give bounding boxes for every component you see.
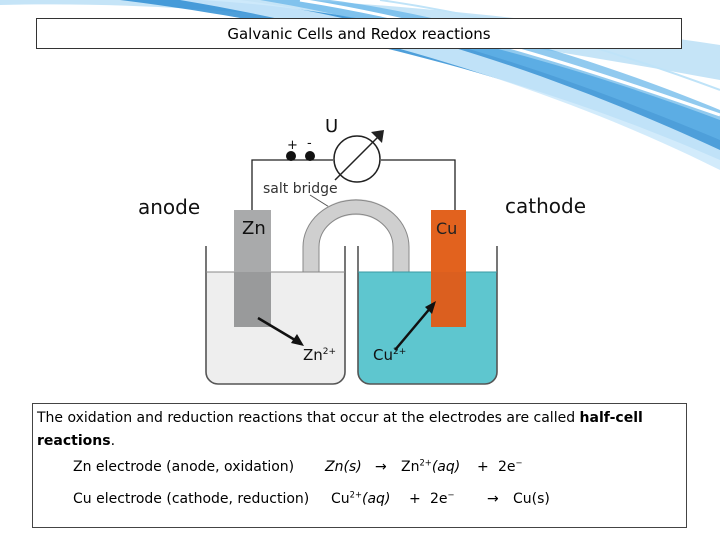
left-beaker <box>205 246 346 385</box>
zinc-reaction-label: Zn electrode (anode, oxidation) <box>73 459 295 475</box>
anode-label: anode <box>138 195 201 219</box>
voltmeter-label: U <box>325 116 339 137</box>
zinc-ion-arrow-icon <box>291 334 304 346</box>
salt-bridge-label: salt bridge <box>263 181 338 197</box>
zinc-electrode-label: Zn <box>242 218 266 239</box>
page-title: Galvanic Cells and Redox reactions <box>36 18 682 49</box>
copper-ion-arrow-icon <box>425 301 436 314</box>
negative-terminal-icon <box>305 151 315 161</box>
copper-reaction-label: Cu electrode (cathode, reduction) <box>73 491 310 507</box>
reaction-arrow-icon: → <box>375 459 387 475</box>
zinc-ion-label: Zn2+ <box>303 346 337 364</box>
intro-text: The oxidation and reduction reactions th… <box>37 410 643 449</box>
cathode-label: cathode <box>505 194 587 218</box>
explanation-box: The oxidation and reduction reactions th… <box>32 403 687 528</box>
copper-ion-label: Cu2+ <box>373 346 407 364</box>
plus-sign: + <box>409 491 421 507</box>
copper-product: Cu(s) <box>513 491 550 507</box>
plus-label: + <box>287 138 298 153</box>
electrons: 2e− <box>430 489 455 507</box>
minus-label: - <box>307 136 312 151</box>
zinc-reactant: Zn(s) <box>325 459 362 475</box>
copper-ion-reactant: Cu2+(aq) <box>331 489 391 507</box>
salt-bridge <box>303 199 409 305</box>
electrons: 2e− <box>498 457 523 475</box>
plus-sign: + <box>477 459 489 475</box>
copper-solution <box>358 272 497 384</box>
positive-terminal-icon <box>286 151 296 161</box>
right-beaker <box>357 246 498 385</box>
galvanic-cell-diagram <box>205 130 498 385</box>
reaction-arrow-icon: → <box>487 491 499 507</box>
copper-electrode-label: Cu <box>436 219 458 238</box>
zinc-ion-product: Zn2+(aq) <box>401 457 461 475</box>
